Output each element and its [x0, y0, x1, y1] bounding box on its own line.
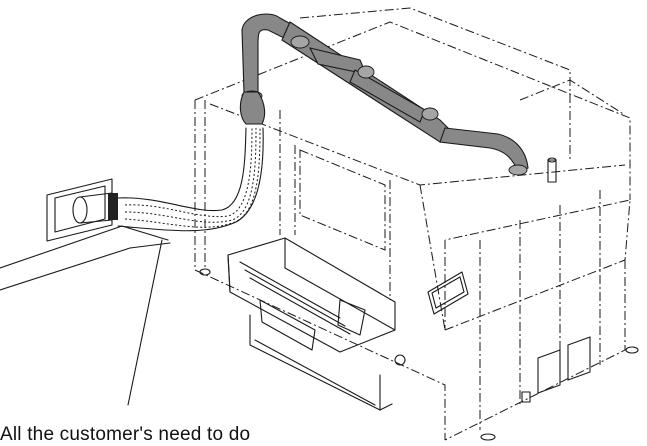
- control-panel: [427, 271, 469, 315]
- printer-enclosure: [194, 7, 631, 441]
- machine-front-panels: [199, 268, 639, 441]
- room-floor-edge: [0, 225, 171, 291]
- media-feed-unit: [227, 237, 406, 366]
- exhaust-stub: [547, 157, 557, 183]
- wall-exhaust-outlet: [46, 178, 118, 242]
- leader-line: [127, 239, 163, 406]
- caption-text: All the customer's need to do: [0, 424, 251, 445]
- stand-frame: [249, 314, 393, 411]
- rigid-exhaust-duct: [239, 13, 529, 176]
- flexible-exhaust-hose: [117, 127, 264, 232]
